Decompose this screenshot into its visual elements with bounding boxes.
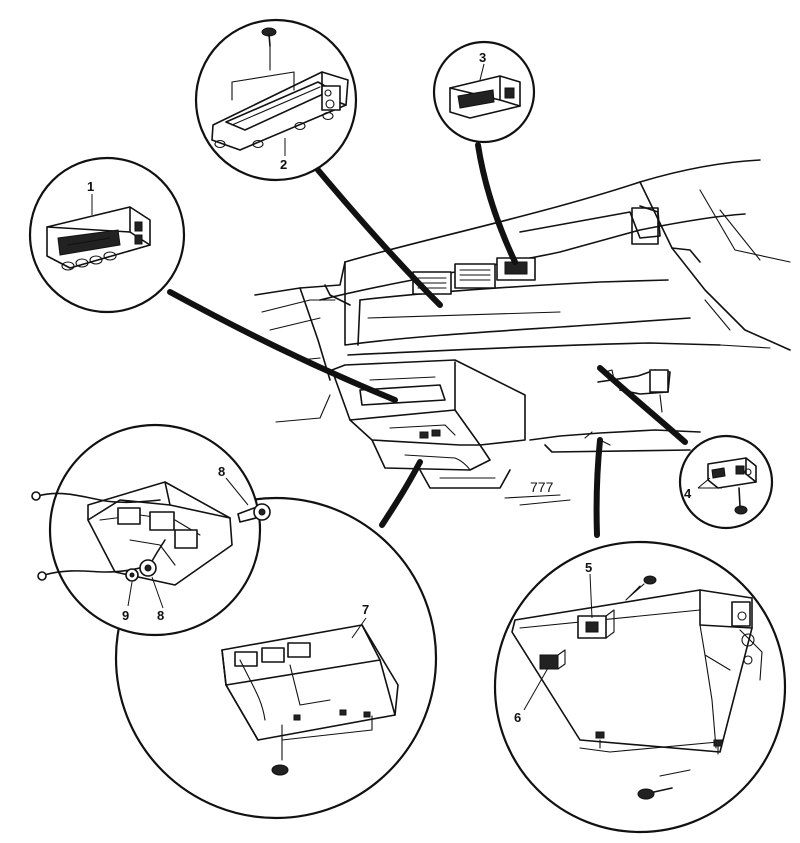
callout-1: 1 xyxy=(87,179,94,194)
detail-circle-2: 2 xyxy=(194,18,358,182)
screw-icon xyxy=(261,27,277,47)
callout-7: 7 xyxy=(362,602,369,617)
part-7-console-housing xyxy=(221,624,399,741)
callout-9: 9 xyxy=(122,608,129,623)
detail-circle-3: 3 xyxy=(432,40,536,144)
callout-8-top: 8 xyxy=(218,464,225,479)
screw-icon xyxy=(625,575,657,601)
glovebox-door xyxy=(511,589,763,753)
lamp-housing xyxy=(87,481,233,586)
part-9-bulb xyxy=(125,568,139,582)
callout-2: 2 xyxy=(280,157,287,172)
callout-5: 5 xyxy=(585,560,592,575)
callout-6: 6 xyxy=(514,710,521,725)
callout-4: 4 xyxy=(684,486,692,501)
detail-circle-1: 1 xyxy=(28,156,186,314)
callout-8-bottom: 8 xyxy=(157,608,164,623)
part-6-latch-knob xyxy=(539,649,566,670)
part-3-switch xyxy=(449,75,521,119)
screw-icon xyxy=(734,487,748,515)
leader-lines xyxy=(167,142,688,633)
under-dash-bracket xyxy=(597,369,671,413)
center-console xyxy=(331,359,526,489)
dashboard-assembly: 777 xyxy=(254,159,791,506)
screw-icon xyxy=(271,764,289,776)
part-1-switch-panel xyxy=(46,206,151,271)
part-5-lock-cylinder xyxy=(577,609,615,639)
floor-mark: 777 xyxy=(530,479,554,495)
detail-circle-4: 4 xyxy=(678,434,774,530)
part-4-latch xyxy=(707,457,757,489)
detail-circle-5-6: 5 6 xyxy=(493,540,787,834)
part-2-vent-bezel xyxy=(211,71,349,151)
callout-3: 3 xyxy=(479,50,486,65)
part-8-bulb-socket xyxy=(139,559,157,577)
part-8-bulb-socket xyxy=(237,503,271,523)
detail-circle-8-9: 8 8 9 xyxy=(31,423,271,637)
screw-icon xyxy=(637,787,673,800)
